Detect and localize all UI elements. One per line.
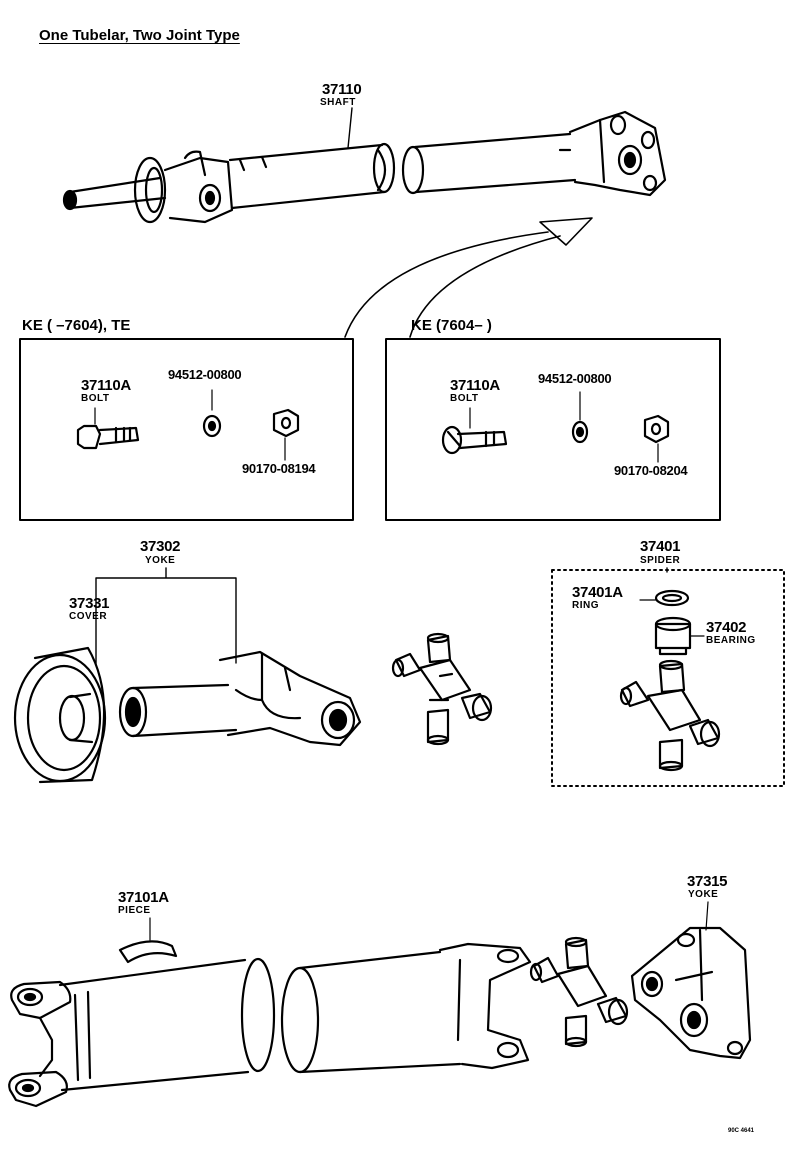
washer-icon-left	[204, 416, 220, 436]
piece-part-number[interactable]: 37101A	[118, 889, 169, 906]
spider-kit-frame	[552, 570, 784, 786]
cover-icon	[15, 648, 105, 782]
shaft-assembly	[64, 112, 665, 222]
bearing-icon	[656, 618, 690, 654]
box-left-washer-part-number[interactable]: 94512-00800	[168, 367, 242, 382]
bolt-icon-right	[443, 427, 506, 453]
yoke-front-icon	[120, 652, 360, 745]
spider-part-number[interactable]: 37401	[640, 538, 681, 555]
box-right-washer-part-number[interactable]: 94512-00800	[538, 371, 612, 386]
cover-part-number[interactable]: 37331	[69, 595, 110, 612]
bolt-icon-left	[78, 426, 138, 448]
box-right-frame	[386, 339, 720, 520]
yoke-rear-icon	[632, 928, 750, 1058]
yoke-rear-name: YOKE	[688, 889, 719, 900]
nut-icon-left	[274, 410, 298, 436]
ring-icon	[656, 591, 688, 605]
box-right-nut-part-number[interactable]: 90170-08204	[614, 463, 688, 478]
tube-front-icon	[9, 959, 274, 1106]
bearing-part-number[interactable]: 37402	[706, 619, 747, 636]
shaft-part-number[interactable]: 37110	[322, 81, 362, 98]
box-right-bolt-part-number[interactable]: 37110A	[450, 377, 500, 394]
tube-rear-icon	[282, 944, 530, 1072]
spider-icon-kit	[621, 661, 719, 770]
diagram-title: One Tubelar, Two Joint Type	[39, 27, 240, 44]
washer-icon-right	[573, 422, 587, 442]
box-right-header: KE (7604– )	[411, 317, 492, 334]
figure-code: 90C 4641	[728, 1128, 755, 1134]
box-left-nut-part-number[interactable]: 90170-08194	[242, 461, 316, 476]
yoke-rear-part-number[interactable]: 37315	[687, 873, 728, 890]
shaft-name: SHAFT	[320, 97, 356, 108]
spider-name: SPIDER	[640, 555, 681, 566]
bearing-name: BEARING	[706, 635, 756, 646]
box-right-bolt-name: BOLT	[450, 393, 479, 404]
ring-name: RING	[572, 600, 599, 611]
nut-icon-right	[645, 416, 668, 442]
spider-icon-rear	[531, 938, 627, 1046]
cover-name: COVER	[69, 611, 108, 622]
yoke-front-part-number[interactable]: 37302	[140, 538, 181, 555]
box-left-frame	[20, 339, 353, 520]
box-left-bolt-name: BOLT	[81, 393, 110, 404]
box-left-bolt-part-number[interactable]: 37110A	[81, 377, 131, 394]
box-left-header: KE ( –7604), TE	[22, 317, 131, 334]
piece-icon	[120, 941, 176, 962]
ring-part-number[interactable]: 37401A	[572, 584, 623, 601]
piece-name: PIECE	[118, 905, 151, 916]
spider-icon-center	[393, 634, 491, 744]
yoke-front-name: YOKE	[145, 555, 176, 566]
